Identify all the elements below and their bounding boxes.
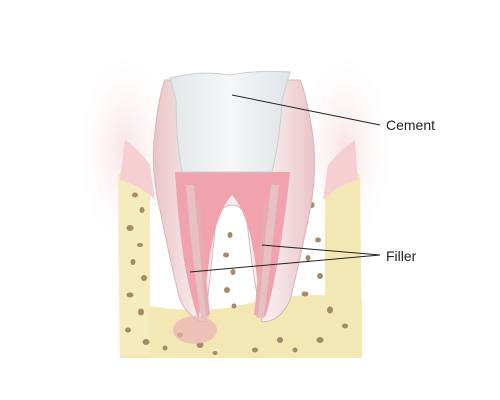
filler-leader-line-1 — [261, 244, 381, 256]
cement-leader-line — [231, 94, 381, 126]
root-canal-right — [256, 184, 279, 319]
filler-label: Filler — [386, 248, 417, 264]
gum — [120, 140, 358, 200]
apex-inflammation — [173, 316, 217, 344]
root-canal-left — [186, 184, 209, 319]
cement-label: Cement — [386, 117, 436, 133]
filler-right — [254, 199, 268, 316]
cement-cap — [169, 70, 291, 173]
filler-left — [196, 199, 210, 316]
filler-leader-line-2 — [189, 254, 381, 273]
